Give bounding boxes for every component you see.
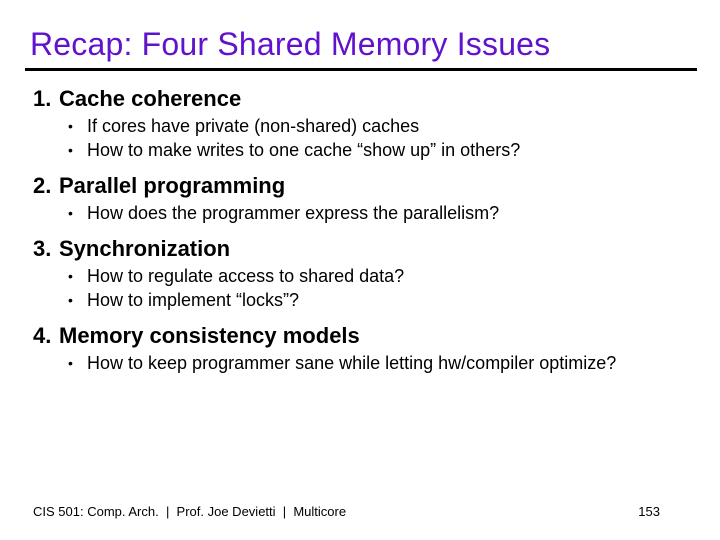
bullet-icon: • [68,118,73,134]
item-heading: Parallel programming [59,173,286,198]
item-heading-row: 1. Cache coherence [33,86,695,112]
slide-content: 1. Cache coherence • If cores have priva… [33,86,695,375]
item-heading-row: 4. Memory consistency models [33,323,695,349]
bullet-text: How to make writes to one cache “show up… [87,140,521,160]
list-item-parallel-programming: 2. Parallel programming • How does the p… [33,173,695,225]
bullet-icon: • [68,355,73,371]
item-heading: Memory consistency models [59,323,360,348]
footer-info: CIS 501: Comp. Arch. | Prof. Joe Deviett… [33,504,347,519]
bullet-row: • How to keep programmer sane while lett… [68,351,695,375]
title-underline [25,68,697,71]
item-heading-row: 3. Synchronization [33,236,695,262]
bullet-text: How does the programmer express the para… [87,203,500,223]
bullet-row: • How to make writes to one cache “show … [68,138,695,162]
list-item-memory-consistency: 4. Memory consistency models • How to ke… [33,323,695,375]
bullet-text: How to keep programmer sane while lettin… [87,353,617,373]
bullet-row: • How does the programmer express the pa… [68,201,695,225]
bullet-icon: • [68,142,73,158]
item-number: 2. [33,173,52,198]
bullet-row: • How to implement “locks”? [68,288,695,312]
page-number: 153 [638,504,660,519]
bullet-icon: • [68,205,73,221]
item-heading-row: 2. Parallel programming [33,173,695,199]
bullet-text: How to regulate access to shared data? [87,266,405,286]
item-number: 3. [33,236,52,261]
item-number: 1. [33,86,52,111]
slide-title: Recap: Four Shared Memory Issues [30,26,551,62]
bullet-text: If cores have private (non-shared) cache… [87,116,420,136]
bullet-icon: • [68,292,73,308]
item-number: 4. [33,323,52,348]
list-item-cache-coherence: 1. Cache coherence • If cores have priva… [33,86,695,162]
bullet-icon: • [68,268,73,284]
bullet-row: • How to regulate access to shared data? [68,264,695,288]
item-heading: Cache coherence [59,86,242,111]
list-item-synchronization: 3. Synchronization • How to regulate acc… [33,236,695,312]
item-heading: Synchronization [59,236,231,261]
bullet-row: • If cores have private (non-shared) cac… [68,114,695,138]
bullet-text: How to implement “locks”? [87,290,300,310]
slide-footer: CIS 501: Comp. Arch. | Prof. Joe Deviett… [33,503,720,520]
